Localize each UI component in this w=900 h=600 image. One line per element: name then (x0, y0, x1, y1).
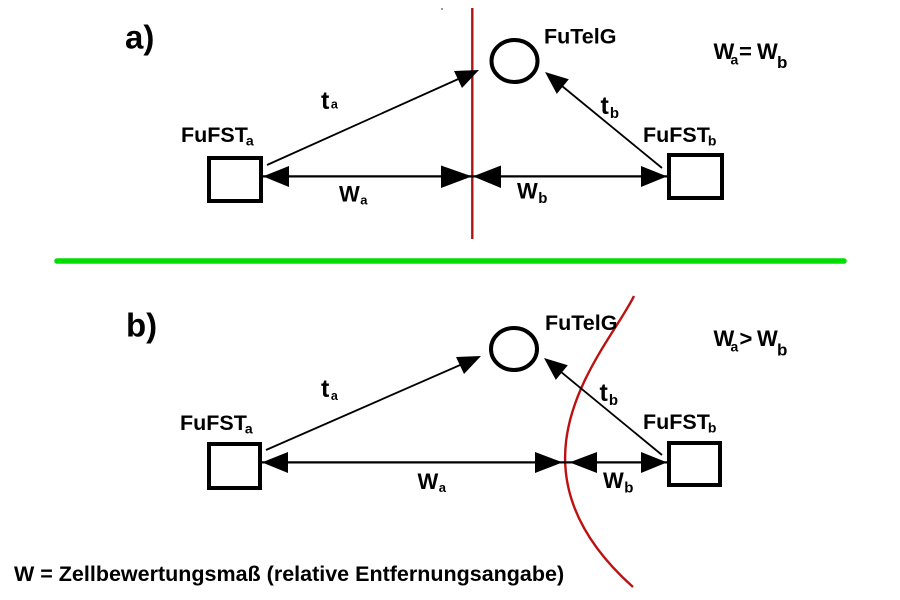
svg-text:FuTelG: FuTelG (544, 25, 616, 49)
svg-text:FuFSTa: FuFSTa (180, 411, 253, 437)
svg-text:FuFSTb: FuFSTb (643, 410, 716, 436)
svg-text:FuFSTb: FuFSTb (643, 123, 716, 149)
svg-text:FuTelG: FuTelG (545, 311, 617, 335)
svg-text:W: W (714, 39, 735, 64)
svg-text:a): a) (125, 19, 154, 56)
svg-text:b): b) (126, 307, 157, 344)
svg-text:W: W (714, 326, 735, 351)
svg-text:a: a (731, 52, 739, 68)
svg-text:b: b (777, 341, 787, 360)
svg-text:W = Zellbewertungsmaß (relativ: W = Zellbewertungsmaß (relative Entfernu… (14, 562, 564, 586)
svg-text:>: > (740, 326, 753, 351)
svg-text:=: = (739, 39, 752, 64)
svg-text:b: b (777, 53, 787, 72)
svg-text:W: W (757, 326, 778, 351)
svg-text:a: a (731, 339, 739, 355)
svg-text:W: W (757, 39, 778, 64)
svg-text:FuFSTa: FuFSTa (181, 123, 254, 149)
